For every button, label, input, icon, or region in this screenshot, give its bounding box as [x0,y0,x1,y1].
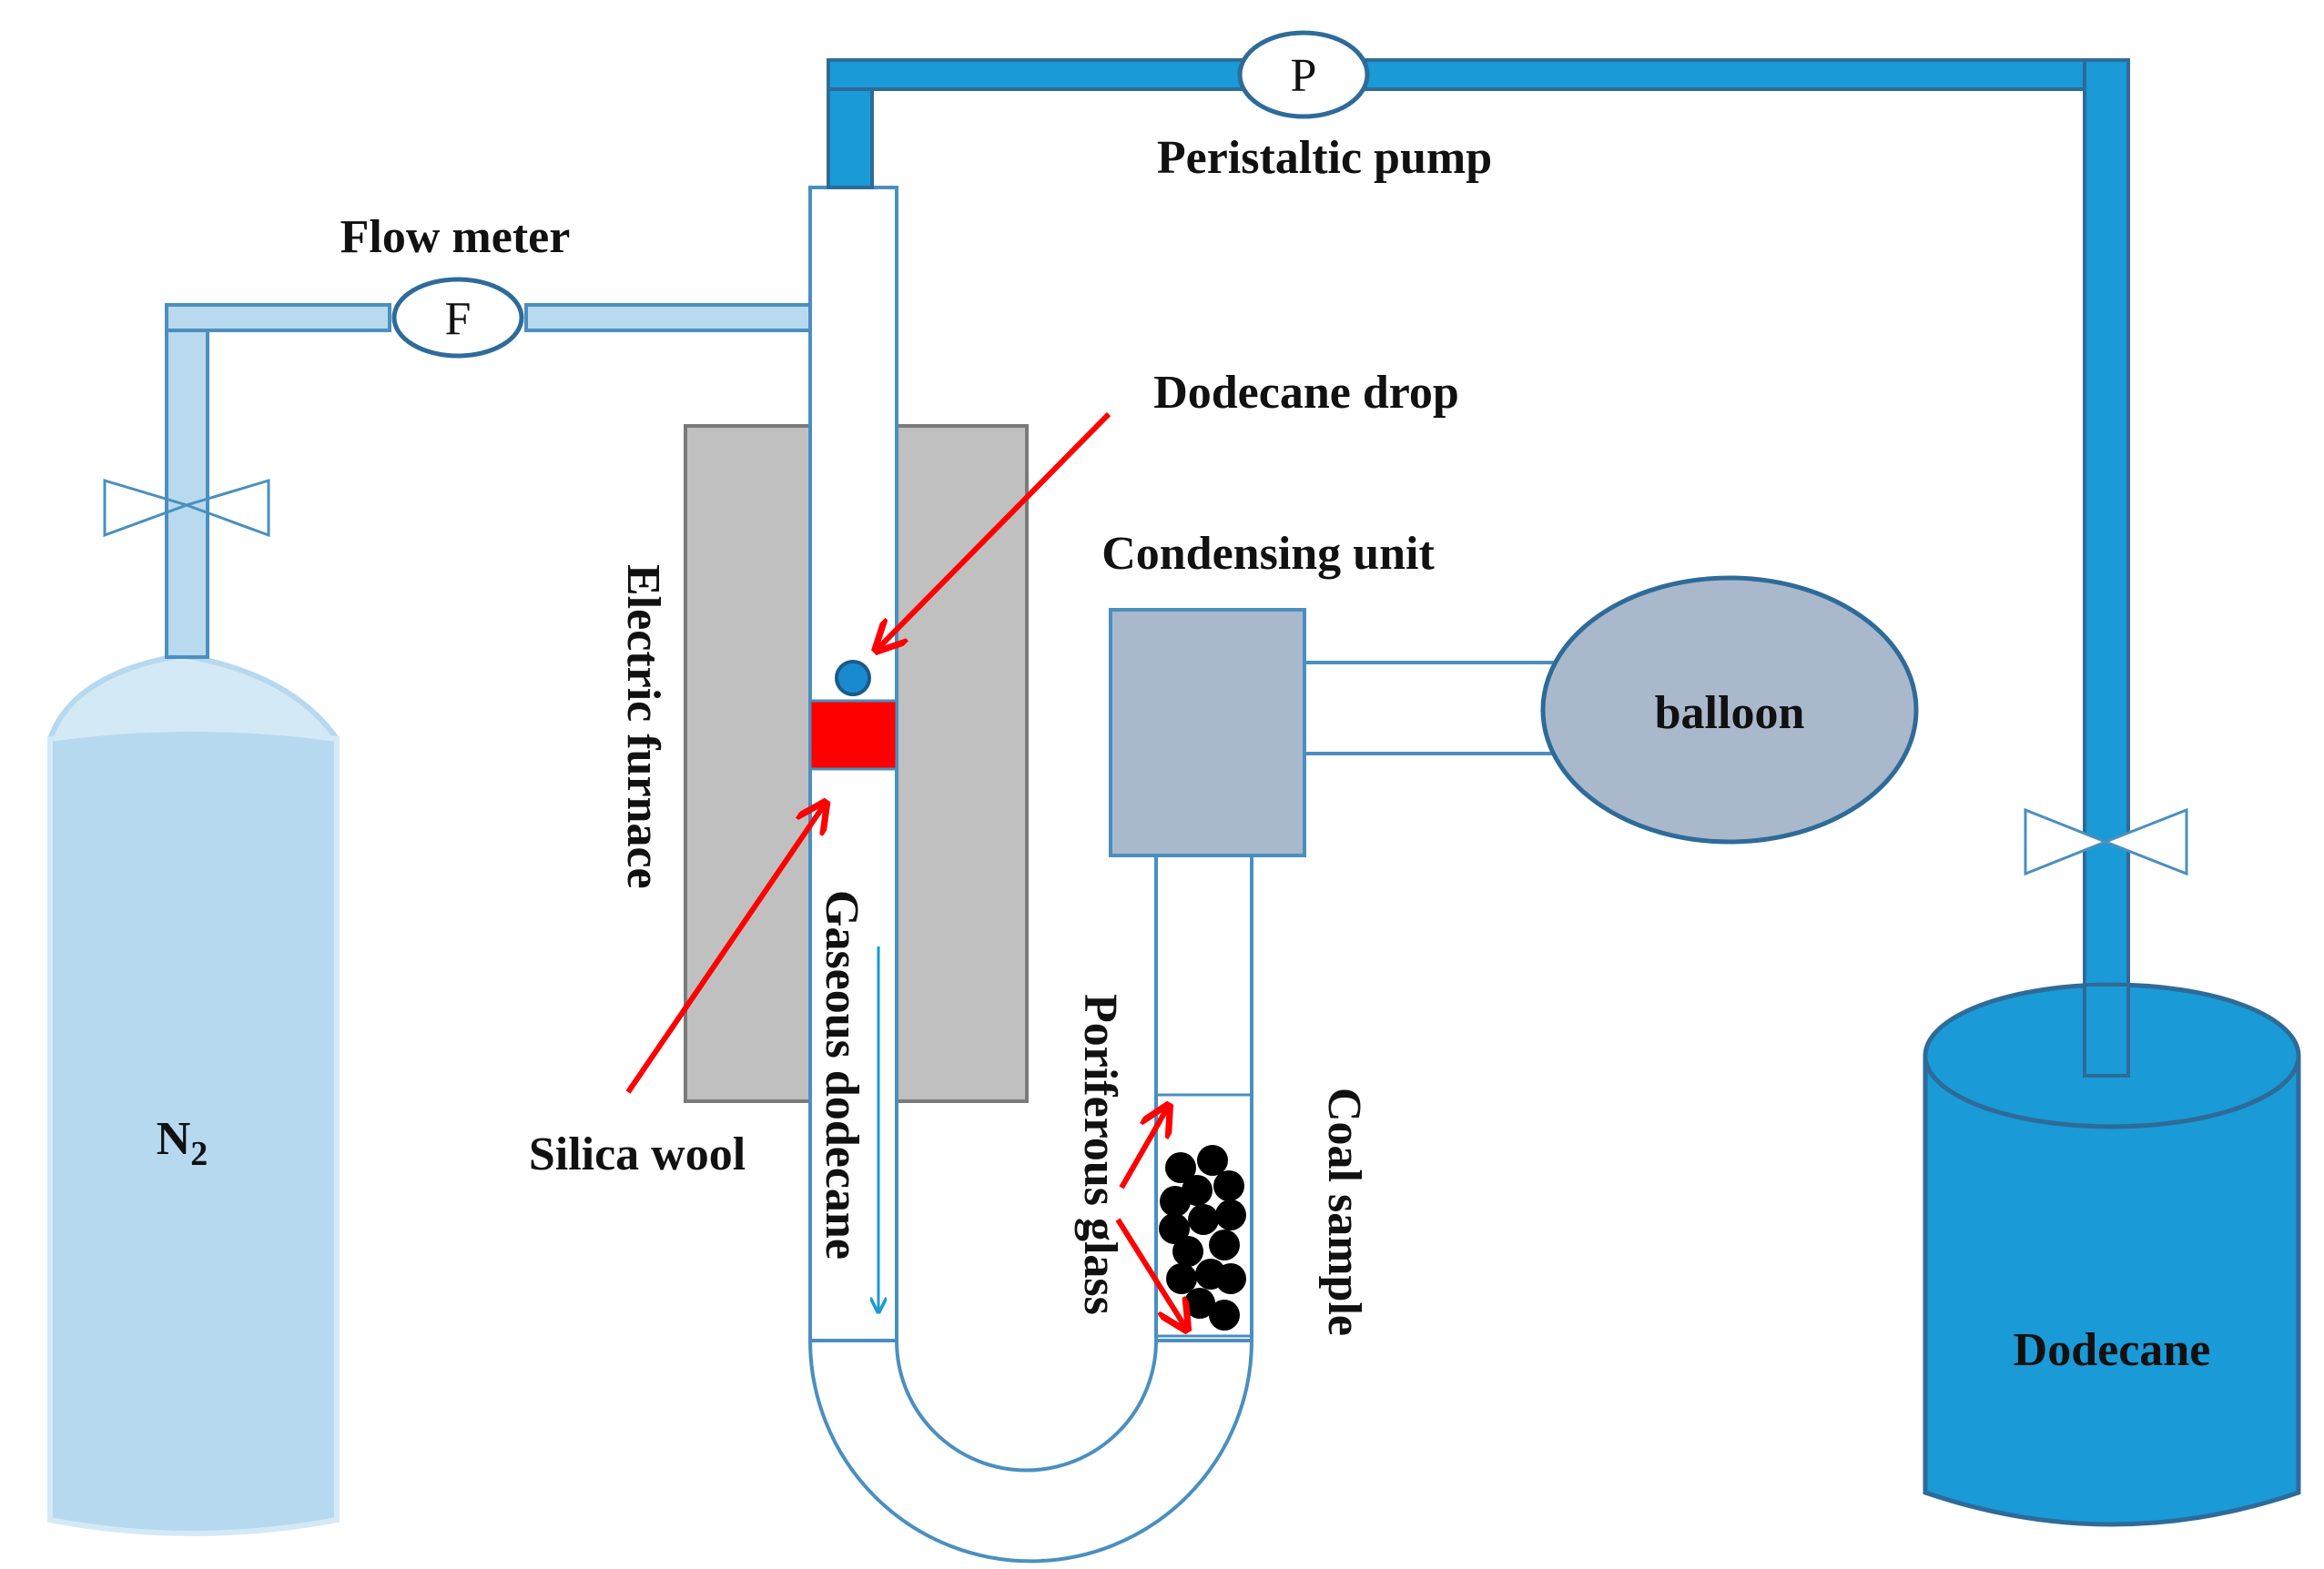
balloon: balloon [1540,575,1919,845]
poriferous-glass-arrow-bottom [1115,1218,1185,1327]
peristaltic-pump: P Peristaltic pump [1157,30,1492,184]
tank-riser-pipe [2083,58,2130,1072]
gaseous-dodecane-label: Gaseous dodecane [816,890,868,1260]
flow-meter-symbol: F [445,293,472,345]
silica-wool-plug [808,699,898,771]
dodecane-tank-label: Dodecane [2014,1324,2211,1376]
coal-sample-particles [1159,1145,1246,1331]
silica-wool-arrow [625,805,824,1094]
dodecane-tank-body [1923,1053,2301,1527]
flow-meter: F Flow meter [340,211,571,359]
reactor-u-tube: Gaseous dodecane [807,186,1254,1564]
dodecane-drop-icon [835,660,871,696]
poriferous-glass-label: Poriferous glass [1074,994,1126,1315]
condensing-unit-label: Condensing unit [1101,528,1435,580]
n2-label: N2 [157,1113,208,1173]
silica-wool-label: Silica wool [529,1129,746,1180]
pump-label: Peristaltic pump [1157,132,1492,184]
electric-furnace-label: Electric furnace [617,564,669,889]
n2-line [103,303,812,659]
pump-horizontal-pipe-left [827,58,1244,91]
pump-symbol: P [1291,50,1317,102]
balloon-label: balloon [1655,687,1805,739]
dodecane-valve-icon[interactable] [2024,807,2188,876]
u-bend [807,1339,1254,1564]
flowmeter-to-reactor-pipe [524,303,812,332]
dodecane-drop-arrow [878,411,1111,648]
balloon-body [1540,575,1919,845]
n2-cylinder: N2 [47,652,340,1536]
pump-gauge [1237,30,1370,119]
dodecane-supply-line [827,58,2188,1072]
annotation-arrows [625,411,1185,1327]
n2-valve-icon[interactable] [103,478,270,538]
n2-riser-pipe [165,322,209,659]
n2-cylinder-body [47,726,340,1536]
condensing-unit-box [1109,608,1306,857]
pump-horizontal-pipe-right [1364,58,2130,91]
dodecane-tank: Dodecane [1923,982,2301,1527]
dodecane-drop-label: Dodecane drop [1153,367,1459,419]
coal-sample-label: Coal sample [1318,1088,1370,1336]
flow-meter-label: Flow meter [340,211,571,263]
condensing-unit: Condensing unit [1101,528,1566,857]
flow-meter-gauge [391,277,524,359]
n2-horizontal-pipe [165,303,391,332]
poriferous-glass-arrow-top [1119,1108,1167,1189]
condenser-to-balloon-pipe [1303,661,1566,755]
